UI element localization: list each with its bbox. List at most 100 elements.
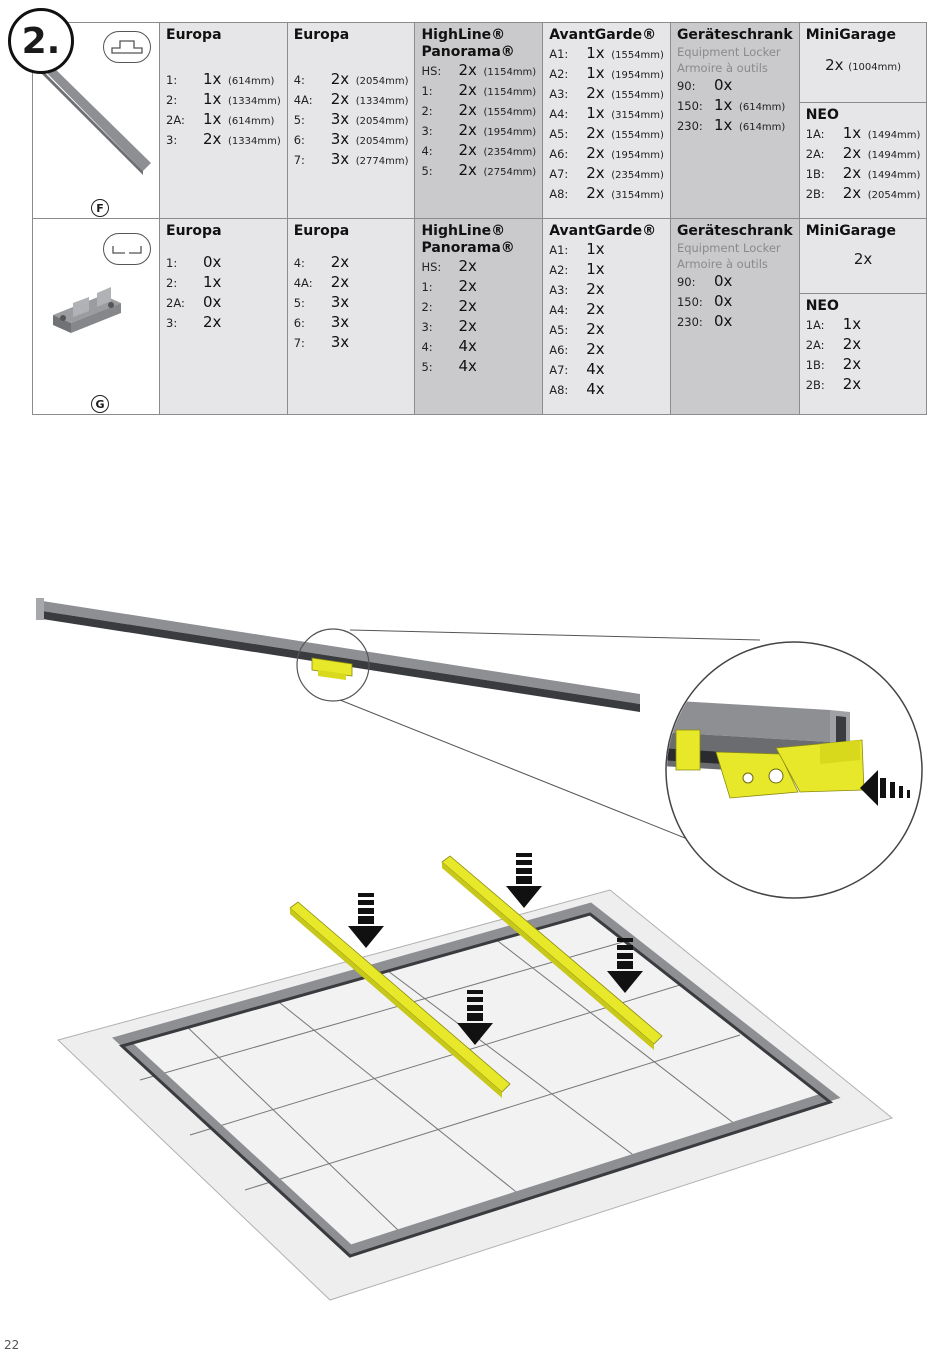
cell-avantgarde-f: AvantGarde® A1:1x(1554mm) A2:1x(1954mm) … xyxy=(542,22,671,219)
part-letter-f: F xyxy=(91,199,109,217)
list-item: 1:1x(614mm) xyxy=(166,70,275,88)
list-item: A6:2x(1954mm) xyxy=(549,144,664,162)
list-item: A8:4x xyxy=(549,380,605,398)
bracket-g-drawing xyxy=(53,287,121,333)
list-item: 4:2x(2054mm) xyxy=(293,70,409,88)
list-item: 7:3x(2774mm) xyxy=(293,150,409,168)
list-item: A7:4x xyxy=(549,360,605,378)
list-item: 1:2x xyxy=(421,277,477,295)
list-item: A6:2x xyxy=(549,340,605,358)
rail-with-bracket xyxy=(36,598,640,712)
rail-yellow-1 xyxy=(289,901,511,1098)
list-item: 4:2x xyxy=(293,253,350,271)
list-item: 230:1x(614mm) xyxy=(676,116,786,134)
neo-section: NEO 1A:1x 2A:2x 1B:2x 2B:2x xyxy=(799,293,927,395)
profile-rail-icon xyxy=(103,31,151,63)
cell-europa-g-1: Europa 1:0x 2:1x 2A:0x 3:2x xyxy=(159,218,288,415)
cell-minigarage-g: MiniGarage 2x NEO 1A:1x 2A:2x 1B:2x 2B:2… xyxy=(798,218,928,415)
list-item: A7:2x(2354mm) xyxy=(549,164,664,182)
list-item: A5:2x xyxy=(549,320,605,338)
zoom-line-top xyxy=(349,629,761,641)
down-arrow-icon xyxy=(457,990,493,1045)
list-item: 4A:2x xyxy=(293,273,350,291)
step-number-badge: 2. xyxy=(8,8,74,74)
neo-section: NEO 1A:1x(1494mm) 2A:2x(1494mm) 1B:2x(14… xyxy=(799,102,927,204)
list-item: A3:2x xyxy=(549,280,605,298)
list-item: A2:1x(1954mm) xyxy=(549,64,664,82)
list-item: A2:1x xyxy=(549,260,605,278)
push-arrow-icon xyxy=(860,770,910,806)
down-arrow-icon xyxy=(506,853,542,908)
zoom-detail xyxy=(665,641,923,899)
rail-yellow-2 xyxy=(441,855,663,1050)
list-item: A1:1x xyxy=(549,240,605,258)
list-item: 150:1x(614mm) xyxy=(676,96,786,114)
list-item: 3:2x(1954mm) xyxy=(421,121,537,139)
list-item: 2A:1x(614mm) xyxy=(166,110,275,128)
cell-geraeteschrank-g: Geräteschrank Equipment Locker Armoire à… xyxy=(669,218,800,415)
cell-avantgarde-g: AvantGarde® A1:1x A2:1x A3:2x A4:2x A5:2… xyxy=(542,218,671,415)
list-item: 6:3x(2054mm) xyxy=(293,130,409,148)
list-item: 3:2x xyxy=(166,313,222,331)
list-item: 6:3x xyxy=(293,313,350,331)
parts-table: F Europa 1:1x(614mm) 2:1x(1334mm) 2A:1x(… xyxy=(32,22,928,415)
cell-highline-f: HighLine® Panorama® HS:2x(1154mm) 1:2x(1… xyxy=(414,22,544,219)
zoom-line-bottom xyxy=(339,699,741,861)
list-item: HS:2x xyxy=(421,257,477,275)
list-item: 1A:1x xyxy=(805,315,862,333)
zoom-source-circle xyxy=(296,628,370,702)
list-item: 90:0x xyxy=(676,76,733,94)
base-frame xyxy=(112,902,841,1258)
list-item: 1B:2x(1494mm) xyxy=(805,164,921,182)
cell-highline-g: HighLine® Panorama® HS:2x 1:2x 2:2x 3:2x… xyxy=(414,218,544,415)
list-item: HS:2x(1154mm) xyxy=(421,61,537,79)
part-letter-g: G xyxy=(91,395,109,413)
list-item: 2A:0x xyxy=(166,293,222,311)
list-item: 1:0x xyxy=(166,253,222,271)
list-item: 1A:1x(1494mm) xyxy=(805,124,921,142)
down-arrow-icon xyxy=(607,938,643,993)
part-g-image-cell: G xyxy=(32,218,160,415)
list-item: A8:2x(3154mm) xyxy=(549,184,664,202)
list-item: 2A:2x xyxy=(805,335,862,353)
list-item: 3:2x(1334mm) xyxy=(166,130,281,148)
list-item: 4A:2x(1334mm) xyxy=(293,90,409,108)
list-item: A1:1x(1554mm) xyxy=(549,44,664,62)
list-item: A3:2x(1554mm) xyxy=(549,84,664,102)
bracket-profile-icon xyxy=(103,233,151,265)
list-item: 1B:2x xyxy=(805,355,862,373)
list-item: 5:2x(2754mm) xyxy=(421,161,537,179)
list-item: A4:1x(3154mm) xyxy=(549,104,664,122)
parts-row-f: F Europa 1:1x(614mm) 2:1x(1334mm) 2A:1x(… xyxy=(32,22,928,219)
list-item: 2B:2x(2054mm) xyxy=(805,184,921,202)
list-item: 5:3x(2054mm) xyxy=(293,110,409,128)
cell-minigarage-f: MiniGarage 2x (1004mm) NEO 1A:1x(1494mm)… xyxy=(798,22,928,219)
list-item: 5:4x xyxy=(421,357,477,375)
list-item: 4:2x(2354mm) xyxy=(421,141,537,159)
list-item: 3:2x xyxy=(421,317,477,335)
list-item: A4:2x xyxy=(549,300,605,318)
list-item: 2B:2x xyxy=(805,375,862,393)
list-item: 2:1x(1334mm) xyxy=(166,90,281,108)
parts-row-g: G Europa 1:0x 2:1x 2A:0x 3:2x Europa 4:2… xyxy=(32,218,928,415)
down-arrow-icon xyxy=(348,893,384,948)
list-item: 2:2x(1554mm) xyxy=(421,101,537,119)
minigarage-qty: 2x xyxy=(853,250,873,268)
list-item: 1:2x(1154mm) xyxy=(421,81,537,99)
list-item: 7:3x xyxy=(293,333,350,351)
page-number: 22 xyxy=(4,1338,20,1352)
minigarage-qty: 2x (1004mm) xyxy=(825,56,902,74)
list-item: 230:0x xyxy=(676,312,733,330)
list-item: 5:3x xyxy=(293,293,350,311)
list-item: 2A:2x(1494mm) xyxy=(805,144,921,162)
list-item: 4:4x xyxy=(421,337,477,355)
list-item: 150:0x xyxy=(676,292,733,310)
cell-europa-g-2: Europa 4:2x 4A:2x 5:3x 6:3x 7:3x xyxy=(286,218,416,415)
list-item: 90:0x xyxy=(676,272,733,290)
cell-geraeteschrank-f: Geräteschrank Equipment Locker Armoire à… xyxy=(669,22,800,219)
list-item: 2:1x xyxy=(166,273,222,291)
cell-europa-f-2: Europa 4:2x(2054mm) 4A:2x(1334mm) 5:3x(2… xyxy=(286,22,416,219)
list-item: A5:2x(1554mm) xyxy=(549,124,664,142)
list-item: 2:2x xyxy=(421,297,477,315)
